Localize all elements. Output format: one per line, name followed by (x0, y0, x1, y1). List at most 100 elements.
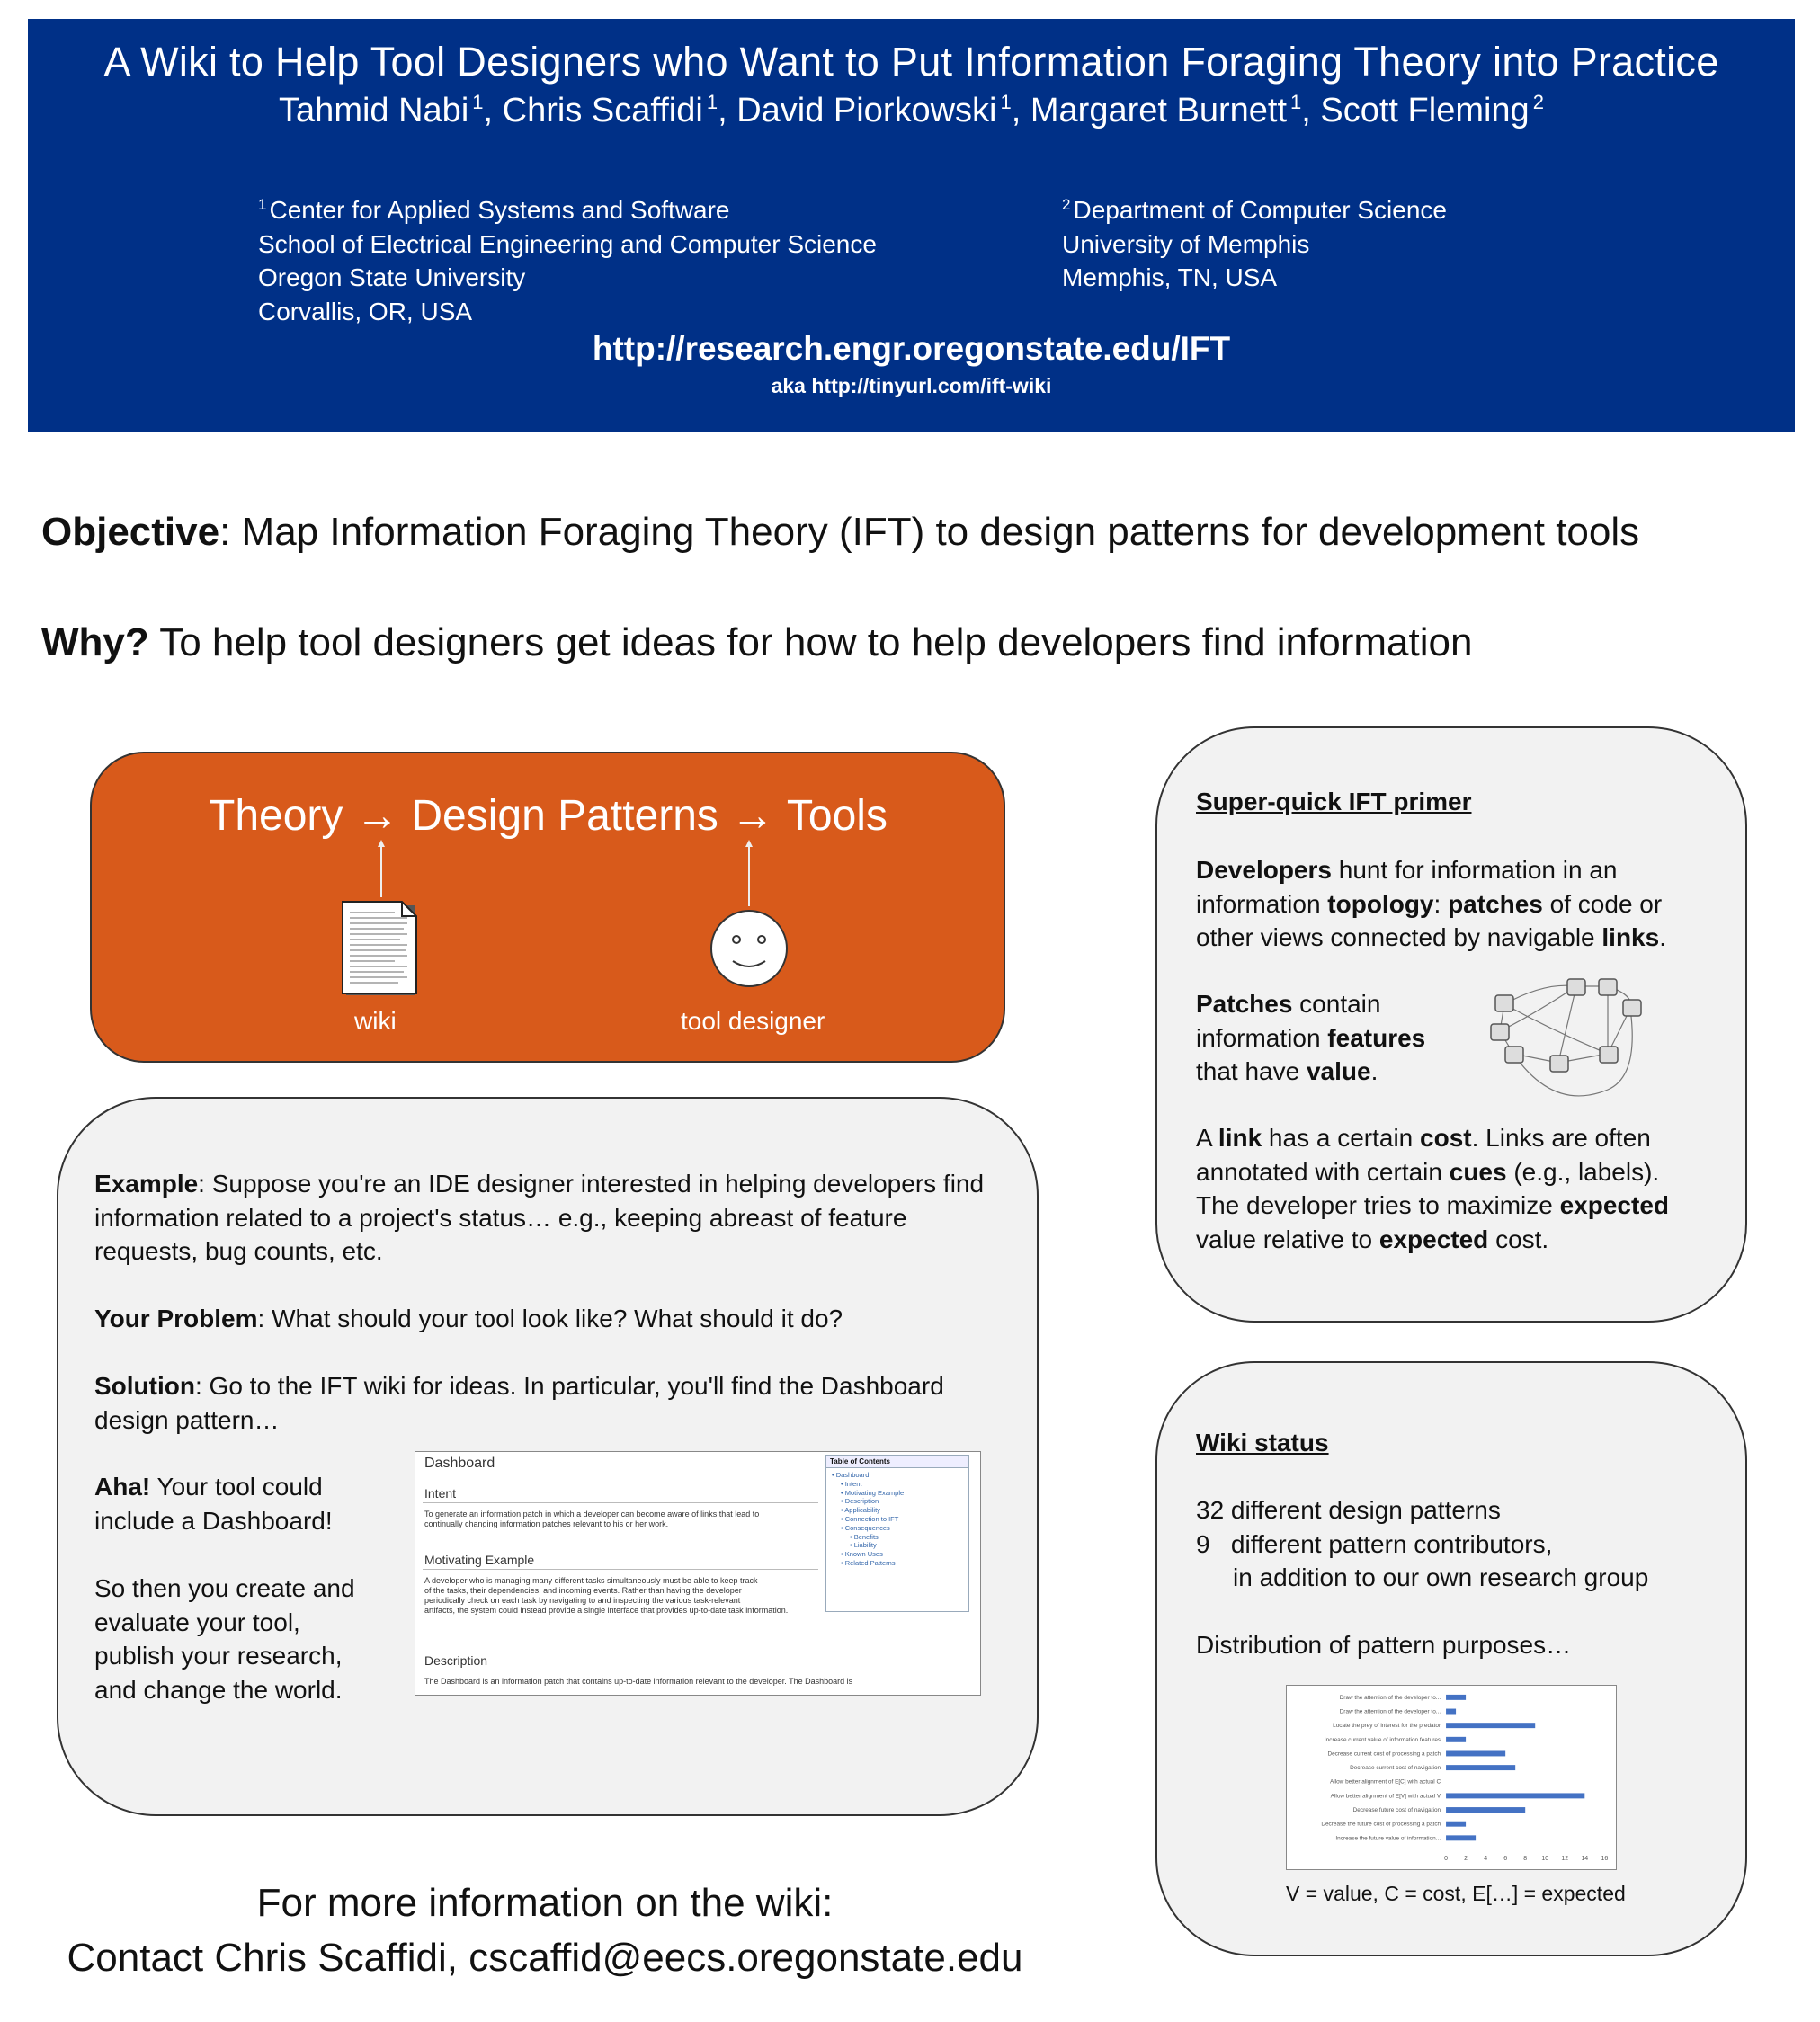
toc-item[interactable]: • Applicability (841, 1506, 880, 1515)
objective-text: : Map Information Foraging Theory (IFT) … (219, 510, 1640, 554)
status-research-group: in addition to our own research group (1233, 1563, 1649, 1591)
affiliation-2-line-3: Memphis, TN, USA (1062, 263, 1278, 291)
why-text: To help tool designers get ideas for how… (148, 620, 1473, 664)
toc-item[interactable]: • Connection to IFT (841, 1514, 899, 1523)
author-affiliation-sup: 1 (472, 91, 484, 113)
wiki-url[interactable]: http://research.engr.oregonstate.edu/IFT (592, 330, 1231, 367)
chart-x-tick: 4 (1484, 1856, 1487, 1862)
chart-bar (1446, 1807, 1526, 1813)
conclusion-line-2: evaluate your tool, (94, 1608, 300, 1636)
flow-arrow-icon: → (355, 792, 399, 840)
primer-text: has a certain (1262, 1124, 1421, 1152)
toc-item[interactable]: • Description (841, 1497, 879, 1506)
chart-bar (1446, 1835, 1477, 1841)
affiliation-1-line-1: Center for Applied Systems and Software (269, 196, 730, 224)
objective-label: Objective (41, 510, 220, 554)
primer-term: Patches (1196, 990, 1293, 1018)
toc-item[interactable]: • Intent (841, 1479, 862, 1488)
wiki-label: wiki (354, 1007, 397, 1035)
theory-flow: Theory→Design Patterns→Tools (209, 791, 900, 841)
author-name: Tahmid Nabi (279, 92, 469, 129)
chart-x-tick: 8 (1523, 1856, 1527, 1862)
primer-line: Developers hunt for information in an (1196, 853, 1666, 887)
aha-label: Aha! (94, 1473, 151, 1501)
motivating-text-line-4: artifacts, the system could instead prov… (424, 1606, 789, 1615)
chart-bar (1446, 1736, 1467, 1742)
primer-box (1155, 726, 1747, 1323)
toc-item[interactable]: • Consequences (841, 1523, 890, 1532)
primer-line: annotated with certain cues (e.g., label… (1196, 1155, 1669, 1189)
solution-label: Solution (94, 1372, 195, 1400)
connector-lines (378, 840, 753, 906)
toc-item[interactable]: • Related Patterns (841, 1558, 896, 1567)
theory-flow-box: Theory→Design Patterns→Tools wiki tool d… (90, 752, 1005, 1063)
toc-title: Table of Contents (826, 1456, 968, 1468)
primer-heading: Super-quick IFT primer (1196, 788, 1472, 815)
primer-line: that have value. (1196, 1055, 1425, 1089)
primer-text: information (1196, 1023, 1328, 1052)
author-affiliation-sup: 1 (1290, 91, 1302, 113)
chart-category-label: Decrease current cost of processing a pa… (1327, 1750, 1441, 1757)
tool-designer-label: tool designer (681, 1007, 825, 1035)
aha-line-1: Your tool could (150, 1473, 323, 1501)
chart-x-tick: 0 (1444, 1856, 1448, 1862)
primer-text: hunt for information in an (1331, 856, 1618, 884)
author-separator: , (1301, 92, 1321, 129)
primer-text: contain (1292, 990, 1381, 1018)
example-label: Example (94, 1170, 199, 1198)
author-affiliation-sup: 2 (1532, 91, 1544, 113)
flow-design-patterns: Design Patterns (411, 792, 718, 840)
conclusion-line-4: and change the world. (94, 1675, 343, 1704)
chart-bar (1446, 1821, 1467, 1827)
toc-item[interactable]: • Dashboard (832, 1471, 870, 1479)
primer-term: cost (1420, 1124, 1472, 1152)
toc-item[interactable]: • Known Uses (841, 1550, 883, 1559)
status-patterns-count: 32 different design patterns (1196, 1496, 1501, 1524)
chart-category-label: Draw the attention of the developer to..… (1340, 1709, 1441, 1715)
author-separator: , (718, 92, 737, 129)
chart-category-label: Decrease future cost of navigation (1353, 1807, 1441, 1813)
author-name: Chris Scaffidi (502, 92, 703, 129)
status-contributors-count: 9 different pattern contributors, (1196, 1530, 1553, 1558)
chart-x-tick: 14 (1581, 1856, 1588, 1862)
primer-text: . (1659, 923, 1666, 951)
chart-category-label: Allow better alignment of E[C] with actu… (1330, 1779, 1441, 1786)
author-separator: , (483, 92, 503, 129)
primer-line: A link has a certain cost. Links are oft… (1196, 1121, 1669, 1155)
conclusion-line-1: So then you create and (94, 1574, 355, 1602)
flow-tools: Tools (786, 792, 888, 840)
primer-term: expected (1378, 1225, 1489, 1253)
description-heading: Description (424, 1653, 488, 1668)
primer-text: of code or (1542, 889, 1663, 918)
toc-item[interactable]: • Motivating Example (841, 1488, 905, 1497)
pattern-purpose-bar-chart: Draw the attention of the developer to..… (1286, 1685, 1617, 1870)
intent-heading: Intent (424, 1486, 457, 1501)
problem-paragraph: Your Problem: What should your tool look… (94, 1302, 843, 1336)
conclusion-line-3: publish your research, (94, 1642, 343, 1670)
chart-x-tick: 10 (1541, 1856, 1548, 1862)
why-statement: Why? To help tool designers get ideas fo… (41, 620, 1472, 665)
status-heading: Wiki status (1196, 1429, 1329, 1456)
example-line-3: requests, bug counts, etc. (94, 1237, 383, 1265)
toc-item[interactable]: • Liability (850, 1541, 877, 1550)
problem-label: Your Problem (94, 1305, 258, 1332)
chart-category-label: Increase current value of information fe… (1325, 1737, 1441, 1743)
conclusion-paragraph: So then you create and evaluate your too… (94, 1572, 355, 1706)
wiki-short-url[interactable]: aka http://tinyurl.com/ift-wiki (771, 374, 1052, 397)
primer-text: cost. (1488, 1225, 1549, 1253)
primer-text: (e.g., labels). (1506, 1157, 1660, 1186)
intent-text-line-1: To generate an information patch in whic… (424, 1510, 760, 1519)
author-name: Scott Fleming (1320, 92, 1530, 129)
toc-item[interactable]: • Benefits (850, 1532, 879, 1541)
topology-network-diagram (1490, 978, 1642, 1097)
primer-term: features (1327, 1023, 1426, 1052)
aha-line-2: include a Dashboard! (94, 1506, 333, 1535)
poster-title: A Wiki to Help Tool Designers who Want t… (103, 39, 1719, 85)
primer-term: links (1601, 923, 1660, 951)
chart-category-label: Increase the future value of information… (1335, 1835, 1441, 1841)
primer-line: The developer tries to maximize expected (1196, 1189, 1669, 1223)
header-banner: A Wiki to Help Tool Designers who Want t… (28, 19, 1795, 432)
footer-contact[interactable]: Contact Chris Scaffidi, cscaffid@eecs.or… (67, 1936, 1023, 1980)
primer-term: patches (1448, 889, 1543, 918)
